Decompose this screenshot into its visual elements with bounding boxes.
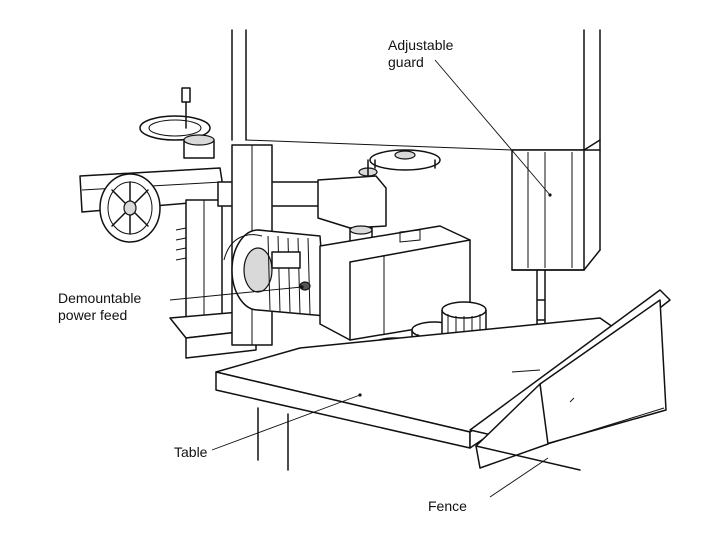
adjustable-guard-label-line2: guard bbox=[388, 54, 424, 70]
demountable-power-feed-label: Demountable power feed bbox=[58, 290, 141, 324]
adjustable-guard-label: Adjustable guard bbox=[388, 37, 453, 71]
fence bbox=[469, 289, 671, 471]
feed-stand bbox=[79, 87, 335, 359]
table-label: Table bbox=[174, 444, 208, 460]
demountable-power-feed-label-line1: Demountable bbox=[58, 290, 142, 306]
leader-lines bbox=[169, 59, 575, 498]
fence-label: Fence bbox=[428, 498, 467, 514]
top-handwheel bbox=[369, 149, 441, 171]
adjustable-guard bbox=[511, 139, 601, 341]
demountable-power-feed-label-line2: power feed bbox=[58, 307, 128, 323]
adjustable-guard-label-line1: Adjustable bbox=[388, 37, 454, 53]
feed-box bbox=[299, 225, 471, 341]
power-feed-motor bbox=[223, 229, 327, 317]
feed-head-bracket bbox=[317, 159, 387, 245]
